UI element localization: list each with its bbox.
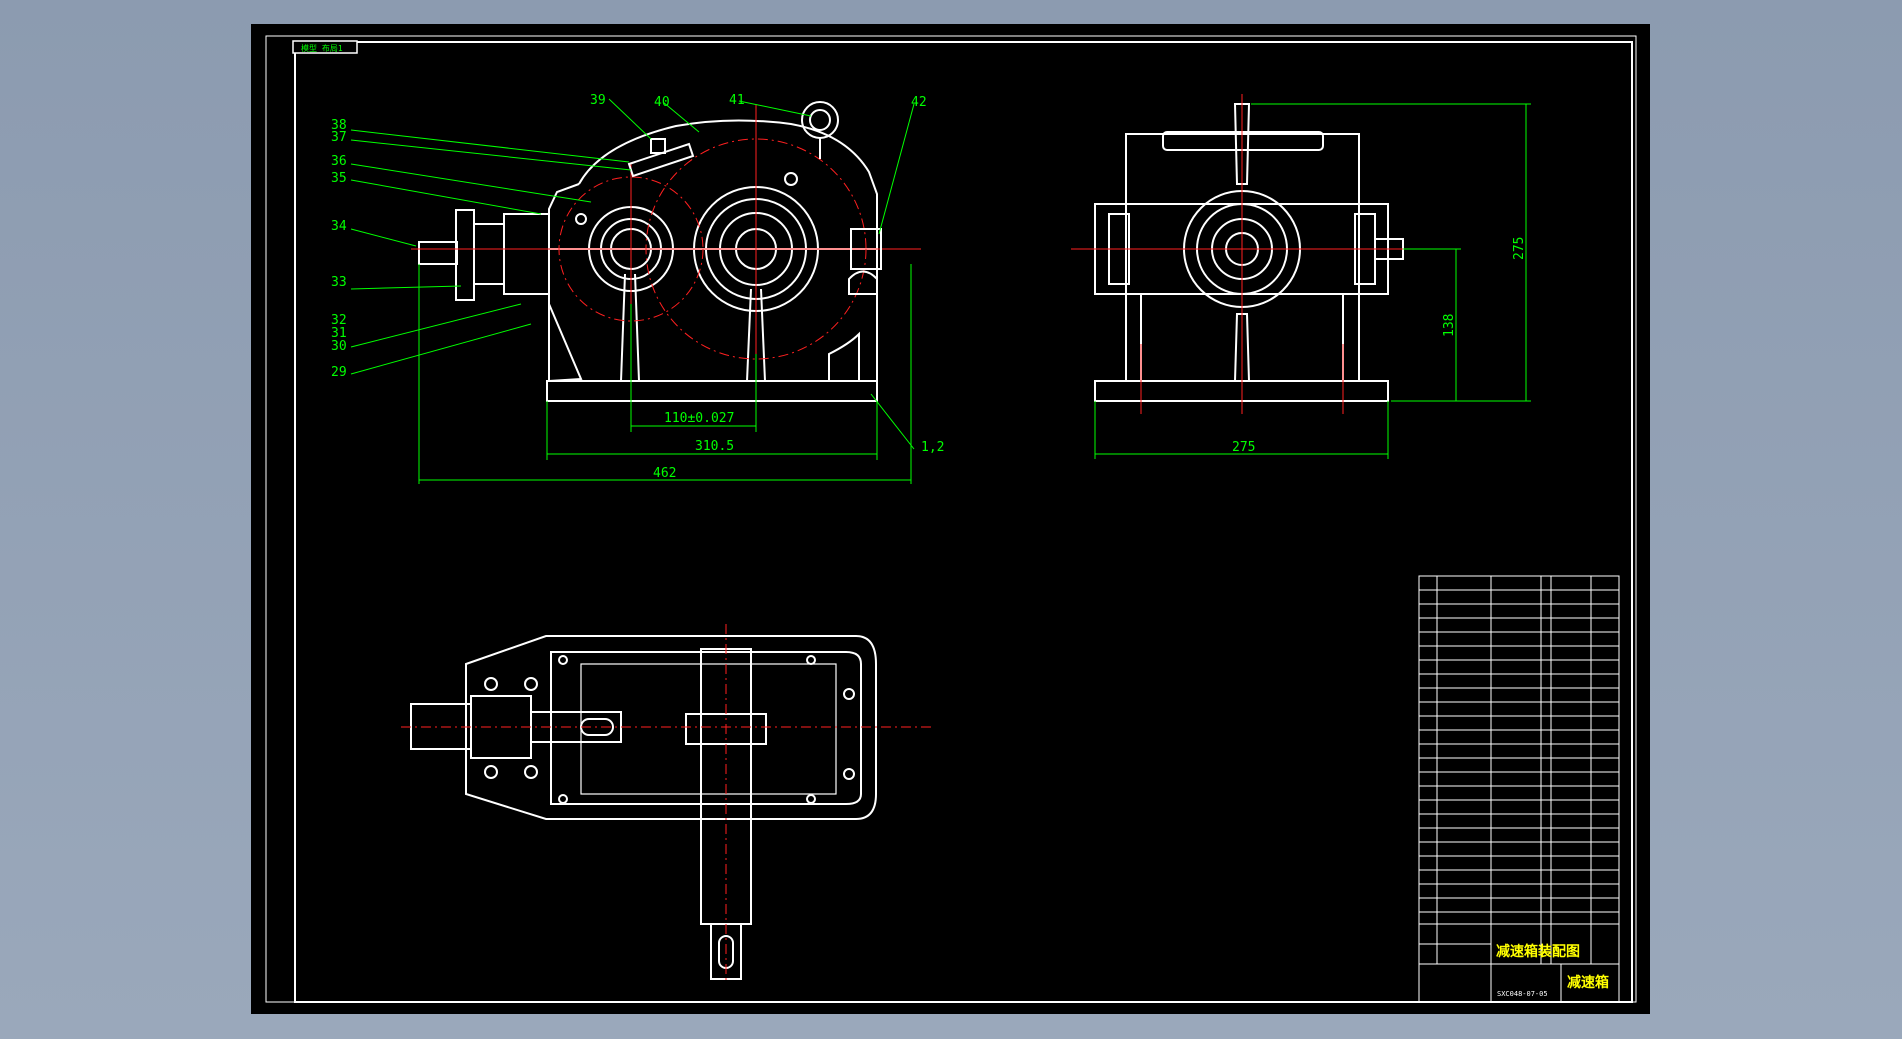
- leader-34: [350, 228, 417, 247]
- leader-35: [350, 179, 542, 215]
- side-dim-total-height: 275: [1251, 103, 1531, 402]
- front-rib-left: [620, 273, 640, 382]
- side-dim-shaft-height: 138: [1403, 248, 1461, 401]
- leader-42: [878, 103, 915, 235]
- layout-tab-label: 模型 布局1: [301, 43, 343, 53]
- leader-29: [350, 323, 532, 375]
- layout-tab[interactable]: 模型 布局1: [292, 40, 358, 54]
- front-left-boss: [503, 213, 550, 295]
- sheet-background: [251, 24, 1650, 1014]
- front-dim-center-distance: 110±0.027: [630, 304, 757, 432]
- drawing-sheet[interactable]: .w { stroke:#fff; fill:none; stroke-widt…: [251, 24, 1650, 1014]
- leader-38: [350, 129, 630, 163]
- side-dim-width: 275: [1094, 401, 1389, 459]
- title-drawing-number: SXC048-07-05: [1497, 990, 1548, 998]
- balloon-41: 41: [729, 93, 745, 108]
- top-housing-outline: [465, 635, 877, 820]
- balloon-40: 40: [654, 95, 670, 110]
- front-rib-right: [746, 288, 766, 382]
- front-drain: [828, 331, 860, 382]
- title-product-name: 减速箱: [1567, 974, 1609, 991]
- leader-40: [662, 101, 700, 133]
- parts-list-rows: [1419, 589, 1619, 925]
- balloon-38: 38: [331, 118, 347, 133]
- balloon-39: 39: [590, 93, 606, 108]
- front-view[interactable]: 38 37 36 35 34 33 32 31 30 29 39 40 41 4…: [331, 93, 944, 484]
- front-bolt-top: [784, 172, 798, 186]
- front-inspection-cover: [627, 142, 695, 178]
- dim-overall-length-text: 462: [653, 466, 676, 481]
- front-base-flange: [546, 380, 878, 402]
- balloon-36: 36: [331, 154, 347, 169]
- dim-shaft-height-text: 138: [1442, 314, 1457, 337]
- side-top-cover: [1162, 131, 1324, 151]
- front-dim-overall-length: 462: [418, 264, 912, 484]
- balloon-37: 37: [331, 130, 347, 145]
- front-left-foot: [548, 303, 583, 382]
- balloon-29: 29: [331, 365, 347, 380]
- side-top-rib: [1233, 103, 1251, 185]
- title-block[interactable]: 减速箱装配图 减速箱 SXC048-07-05: [1418, 923, 1620, 1003]
- title-block-frame: [1418, 923, 1620, 1003]
- front-lifting-eye-inner: [809, 109, 831, 131]
- front-bolt-left: [575, 213, 587, 225]
- leader-37: [350, 139, 632, 171]
- top-housing-inner: [550, 651, 862, 805]
- dim-total-height-text: 275: [1512, 237, 1527, 260]
- balloon-35: 35: [331, 171, 347, 186]
- dim-base-width-text: 310.5: [695, 439, 734, 454]
- dim-side-width-text: 275: [1232, 440, 1255, 455]
- leader-36: [350, 163, 592, 203]
- leader-33: [350, 285, 462, 290]
- leader-41: [738, 100, 812, 117]
- balloon-30: 30: [331, 339, 347, 354]
- balloon-31: 31: [331, 326, 347, 341]
- title-drawing-name: 减速箱装配图: [1496, 943, 1580, 960]
- side-bottom-rib: [1233, 313, 1251, 382]
- balloon-33: 33: [331, 275, 347, 290]
- front-input-shaft: [418, 241, 458, 265]
- front-right-bolt: [850, 228, 882, 270]
- front-dim-base-width: 310.5: [546, 401, 878, 460]
- front-vent-plug: [650, 138, 666, 154]
- balloon-34: 34: [331, 219, 347, 234]
- balloon-42: 42: [911, 95, 927, 110]
- leader-39: [608, 98, 652, 140]
- dim-center-distance-text: 110±0.027: [664, 411, 734, 426]
- top-bolt-holes: [484, 655, 855, 804]
- side-view[interactable]: 275 275 138: [1071, 94, 1531, 459]
- balloon-32: 32: [331, 313, 347, 328]
- front-oil-plug: [848, 270, 878, 295]
- leader-30: [350, 303, 522, 348]
- leader-1-2: [870, 393, 915, 450]
- front-housing-cover: [578, 119, 878, 381]
- top-view[interactable]: [401, 624, 931, 984]
- sheet-frame: [294, 41, 1633, 1003]
- balloon-1-2: 1,2: [921, 440, 944, 455]
